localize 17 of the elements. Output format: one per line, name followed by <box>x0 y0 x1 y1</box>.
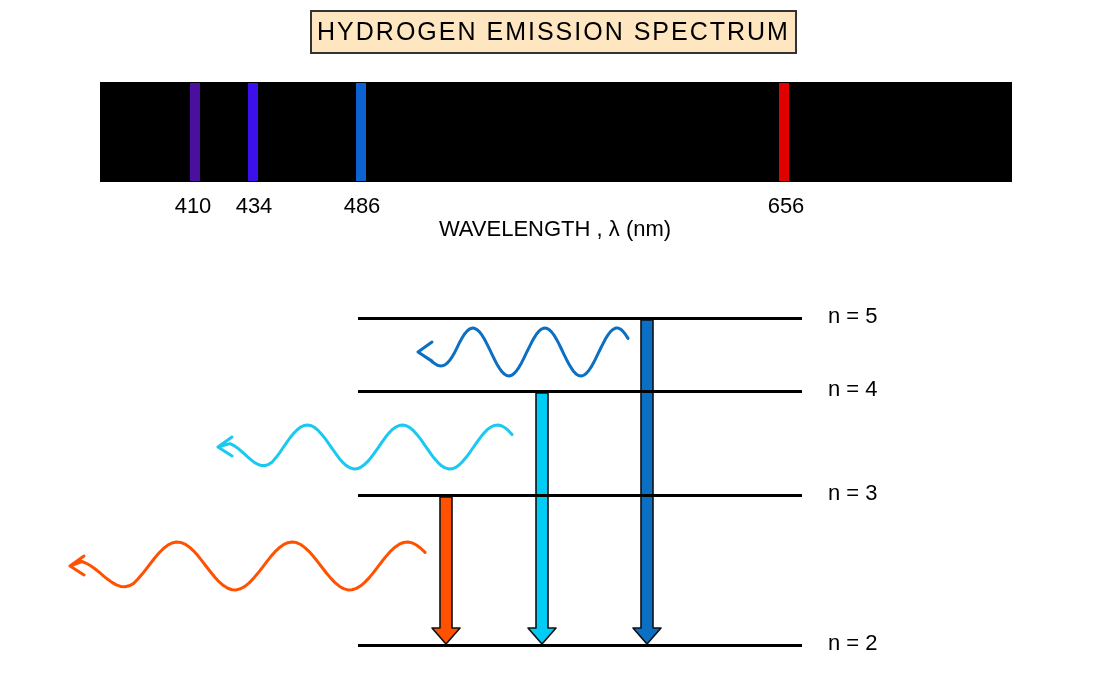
transition-arrow <box>632 319 662 645</box>
transition-arrow <box>527 392 557 645</box>
axis-label: WAVELENGTH , λ (nm) <box>438 218 672 240</box>
title-box: HYDROGEN EMISSION SPECTRUM <box>310 10 797 54</box>
energy-level-line <box>358 390 802 393</box>
wavelength-tick-label: 434 <box>235 195 273 217</box>
wavelength-tick-label: 410 <box>174 195 212 217</box>
transition-arrow <box>431 496 461 645</box>
wavelength-tick-label: 656 <box>767 195 805 217</box>
energy-level-line <box>358 644 802 647</box>
energy-level-label: n = 4 <box>828 378 878 400</box>
wavelength-tick-label: 486 <box>343 195 381 217</box>
energy-level-label: n = 5 <box>828 305 878 327</box>
energy-level-label: n = 3 <box>828 482 878 504</box>
energy-level-line <box>358 317 802 320</box>
energy-level-label: n = 2 <box>828 632 878 654</box>
energy-level-line <box>358 494 802 497</box>
